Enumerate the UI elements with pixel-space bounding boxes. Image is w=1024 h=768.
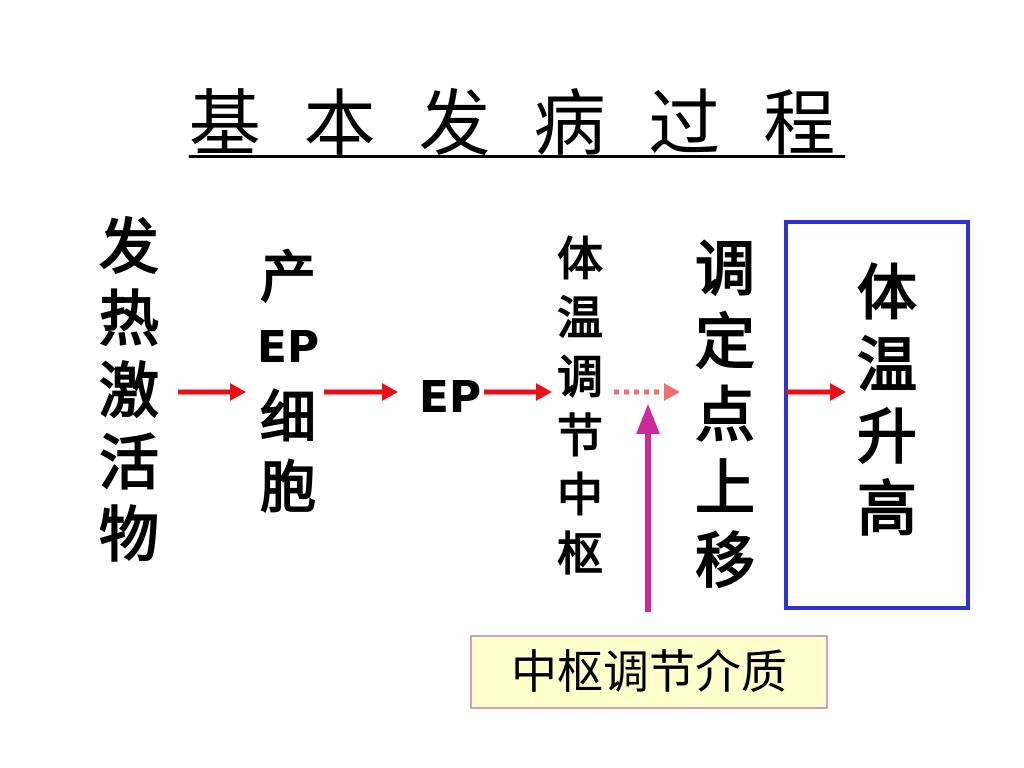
node-body-temperature-rise: 体温升高: [857, 259, 917, 545]
ep-cell-line3: 细胞: [260, 386, 316, 521]
mediator-box: 中枢调节介质: [470, 635, 828, 709]
mediator-label: 中枢调节介质: [511, 645, 787, 699]
node-ep: EP: [418, 372, 482, 423]
arrow-setpoint-to-result: [786, 383, 846, 401]
node-thermoregulatory-center: 体温调节中枢: [557, 232, 603, 581]
page-title: 基 本 发 病 过 程: [0, 78, 1024, 170]
arrow-activator-to-cell: [178, 383, 246, 401]
dotted-arrow-center-to-setpoint: [614, 383, 680, 401]
ep-cell-line2: EP: [256, 322, 320, 373]
node-fever-activator: 发热激活物: [99, 213, 159, 571]
result-box: [784, 220, 970, 610]
arrow-mediator-up: [636, 404, 660, 612]
title-text: 基 本 发 病 过 程: [188, 82, 846, 166]
node-setpoint-shift: 调定点上移: [695, 235, 755, 597]
ep-cell-line1: 产: [260, 246, 316, 311]
arrow-ep-to-center: [484, 383, 552, 401]
arrow-cell-to-ep: [324, 383, 398, 401]
node-ep-producing-cell: 产 EP 细胞: [250, 244, 326, 524]
